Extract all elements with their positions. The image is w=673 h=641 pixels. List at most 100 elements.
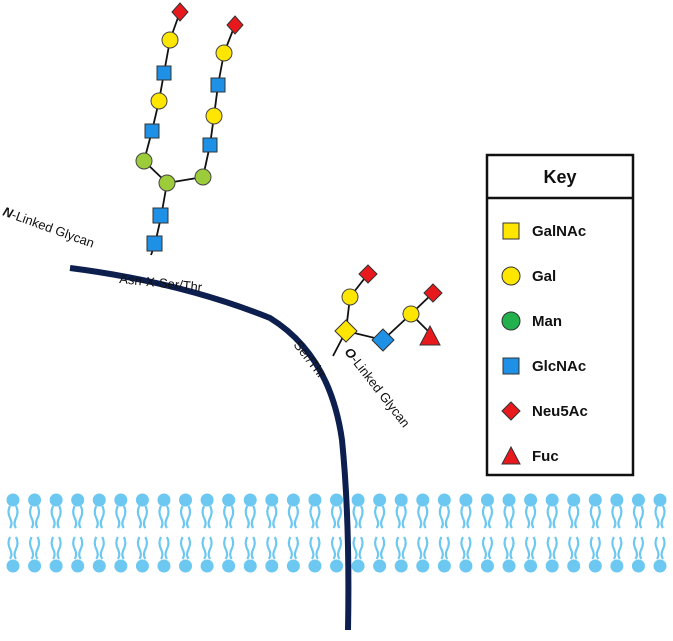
glcnac-square bbox=[152, 207, 169, 224]
lipid-tail bbox=[660, 536, 666, 560]
lipid-tail bbox=[654, 536, 660, 560]
lipid-tail bbox=[229, 505, 235, 529]
lipid-pair bbox=[135, 493, 149, 573]
lipid-tail bbox=[309, 505, 315, 529]
lipid-tail bbox=[250, 536, 256, 560]
lipid-head bbox=[373, 559, 387, 573]
lipid-pair bbox=[265, 493, 279, 573]
lipid-tail bbox=[444, 536, 450, 560]
lipid-tail bbox=[487, 505, 494, 529]
lipid-tail bbox=[401, 536, 407, 560]
lipid-tail bbox=[201, 536, 207, 560]
lipid-head bbox=[330, 559, 343, 573]
lipid-head bbox=[92, 559, 106, 573]
lipid-tail bbox=[99, 505, 105, 529]
lipid-pair bbox=[502, 493, 516, 573]
lipid-tail bbox=[164, 505, 170, 529]
lipid-tail bbox=[611, 536, 617, 560]
n-linked-label: N-Linked Glycan bbox=[1, 204, 96, 251]
lipid-tail bbox=[531, 505, 537, 529]
lipid-tail bbox=[315, 505, 321, 529]
lipid-head bbox=[179, 493, 193, 507]
lipid-head bbox=[459, 559, 473, 573]
lipid-tail bbox=[201, 505, 207, 529]
lipid-tail bbox=[423, 505, 429, 529]
n-linked-glycan bbox=[135, 2, 244, 256]
lipid-tail bbox=[660, 505, 666, 529]
lipid-tail bbox=[136, 536, 142, 560]
lipid-tail bbox=[142, 536, 148, 560]
lipid-pair bbox=[567, 493, 581, 573]
key-square-icon bbox=[502, 357, 520, 375]
lipid-tail bbox=[617, 505, 623, 529]
lipid-head bbox=[567, 559, 581, 573]
key-item-label: GlcNAc bbox=[532, 358, 586, 375]
lipid-pair bbox=[71, 493, 85, 573]
gal-circle bbox=[161, 31, 179, 49]
lipid-head bbox=[135, 559, 149, 573]
lipid-tail bbox=[185, 536, 192, 560]
lipid-head bbox=[653, 559, 667, 573]
lipid-head bbox=[200, 559, 214, 573]
lipid-tail bbox=[207, 505, 213, 529]
galnac-diamond bbox=[334, 319, 358, 343]
lipid-tail bbox=[438, 536, 444, 560]
lipid-head bbox=[416, 493, 430, 507]
lipid-tail bbox=[352, 505, 358, 529]
lipid-tail bbox=[34, 505, 41, 529]
lipid-head bbox=[28, 559, 42, 573]
lipid-tail bbox=[632, 536, 639, 560]
lipid-head bbox=[243, 559, 257, 573]
lipid-tail bbox=[589, 536, 595, 560]
lipid-head bbox=[610, 493, 624, 507]
lipid-tail bbox=[136, 505, 142, 529]
lipid-tail bbox=[244, 505, 250, 529]
lipid-tail bbox=[595, 505, 601, 529]
man-circle bbox=[135, 152, 153, 170]
lipid-pair bbox=[308, 493, 322, 573]
lipid-tail bbox=[525, 536, 531, 560]
lipid-head bbox=[114, 493, 128, 507]
lipid-tail bbox=[617, 536, 623, 560]
lipid-tail bbox=[632, 505, 639, 529]
key-circle-icon bbox=[501, 311, 521, 331]
lipid-tail bbox=[115, 536, 121, 560]
key-item-label: Man bbox=[532, 313, 562, 330]
lipid-head bbox=[437, 493, 451, 507]
lipid-tail bbox=[121, 536, 127, 560]
lipid-tail bbox=[158, 536, 164, 560]
lipid-head bbox=[71, 559, 85, 573]
lipid-pair bbox=[480, 493, 494, 573]
lipid-tail bbox=[481, 505, 488, 529]
glcnac-diamond bbox=[371, 328, 395, 352]
lipid-tail bbox=[179, 505, 186, 529]
lipid-tail bbox=[13, 505, 19, 529]
lipid-pair bbox=[222, 493, 236, 573]
lipid-head bbox=[308, 559, 322, 573]
lipid-tail bbox=[56, 536, 62, 560]
lipid-tail bbox=[93, 536, 99, 560]
lipid-head bbox=[545, 559, 559, 573]
key-item-label: Fuc bbox=[532, 448, 559, 465]
lipid-head bbox=[351, 559, 365, 573]
lipid-tail bbox=[309, 536, 315, 560]
lipid-tail bbox=[552, 536, 558, 560]
lipid-pair bbox=[157, 493, 171, 573]
lipid-pair bbox=[394, 493, 408, 573]
lipid-head bbox=[653, 493, 667, 507]
lipid-tail bbox=[380, 536, 386, 560]
lipid-tail bbox=[115, 505, 121, 529]
lipid-pair bbox=[28, 493, 42, 573]
lipid-pair bbox=[416, 493, 430, 573]
lipid-head bbox=[222, 493, 236, 507]
lipid-tail bbox=[293, 505, 299, 529]
lipid-tail bbox=[13, 536, 19, 560]
lipid-tail bbox=[99, 536, 105, 560]
lipid-tail bbox=[509, 505, 515, 529]
gal-circle bbox=[402, 305, 420, 323]
lipid-head bbox=[480, 559, 494, 573]
lipid-tail bbox=[7, 505, 13, 529]
lipid-tail bbox=[121, 505, 127, 529]
lipid-head bbox=[135, 493, 149, 507]
lipid-tail bbox=[293, 536, 299, 560]
